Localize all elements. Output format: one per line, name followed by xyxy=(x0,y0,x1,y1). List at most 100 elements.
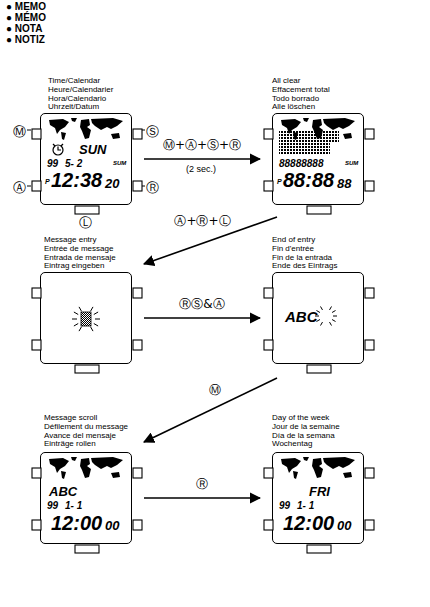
watch-button xyxy=(365,288,374,298)
watch-face: FRI991- 112:0000 xyxy=(272,452,364,544)
watch-state: All clearEffacement totalTodo borradoAll… xyxy=(256,77,380,215)
watch-button xyxy=(32,468,41,478)
state-caption: Día de la semana xyxy=(272,432,340,441)
watch-button xyxy=(32,181,41,191)
state-caption: Todo borrado xyxy=(272,95,330,104)
lcd-text: 88:88 xyxy=(283,170,334,190)
watch-button xyxy=(32,520,41,530)
state-title: Day of the weekJour de la semaineDía de … xyxy=(272,414,340,449)
lcd-text: 99 xyxy=(47,159,58,169)
lcd-text: P xyxy=(277,178,282,185)
button-label: Ⓐ xyxy=(13,179,26,197)
watch-button xyxy=(264,288,273,298)
state-caption: Avance del mensaje xyxy=(44,432,128,441)
ray xyxy=(72,319,77,320)
watch-button xyxy=(365,129,374,139)
state-caption: Message scroll xyxy=(44,414,128,423)
state-caption: Message entry xyxy=(44,236,116,245)
button-label: Ⓛ xyxy=(79,214,92,232)
lcd-text: 5- 2 xyxy=(65,159,82,169)
dot-matrix xyxy=(279,143,330,155)
state-caption: Fin d'entrée xyxy=(272,245,337,254)
watch-button xyxy=(307,365,331,373)
watch-button xyxy=(264,340,273,350)
watch-button xyxy=(307,206,331,214)
lcd-text: SUM xyxy=(113,160,126,166)
clock-ring xyxy=(53,145,63,155)
clock-bell xyxy=(53,144,55,146)
ray xyxy=(330,306,332,309)
ray xyxy=(79,307,82,311)
watch-button xyxy=(133,129,142,139)
state-caption: Effacement total xyxy=(272,86,330,95)
state-caption: Fin de la entrada xyxy=(272,254,337,263)
button-combo: Ⓜ+Ⓐ+Ⓢ+Ⓡ xyxy=(161,138,243,152)
lcd-text: 99 xyxy=(279,501,290,511)
button-combo: ⓇⓈ&Ⓐ xyxy=(177,297,226,311)
button-label: Ⓡ xyxy=(146,179,159,197)
watch-face xyxy=(40,272,132,364)
hold-note: (2 sec.) xyxy=(186,164,216,174)
state-caption: Entrée de message xyxy=(44,245,116,254)
watch-button xyxy=(264,520,273,530)
ray xyxy=(79,327,82,331)
lcd-text: 12:00 xyxy=(51,513,102,533)
lcd-text: P xyxy=(45,178,50,185)
lcd-text: 20 xyxy=(105,177,119,190)
ray xyxy=(94,324,98,327)
state-caption: Uhrzeit/Datum xyxy=(48,103,113,112)
button-label: Ⓜ xyxy=(13,123,26,141)
lcd-text: 12:00 xyxy=(283,513,334,533)
transition-arrow xyxy=(144,497,260,499)
lcd-text: 12:38 xyxy=(51,170,102,190)
watch-button xyxy=(75,545,99,553)
state-title: Message scrollDéfilement du messageAvanc… xyxy=(44,414,128,449)
ray xyxy=(91,327,94,331)
watch-face: SUN 99 5- 2 SUM P12:3820 xyxy=(40,113,132,205)
ray xyxy=(94,312,98,315)
watch-face: 88888888 SUM P88:8888 xyxy=(272,113,364,205)
watch-button xyxy=(264,468,273,478)
lcd-text: ABC xyxy=(49,485,77,498)
watch-button xyxy=(307,545,331,553)
watch-button xyxy=(75,206,99,214)
watch-face: ABC xyxy=(272,272,364,364)
world-map xyxy=(49,118,123,140)
watch-button xyxy=(133,340,142,350)
lcd-text: SUM xyxy=(345,160,358,166)
state-caption: Défilement du message xyxy=(44,423,128,432)
watch-state: Message scrollDéfilement du messageAvanc… xyxy=(24,414,148,554)
ray xyxy=(330,322,332,325)
lcd-text: 88888888 xyxy=(279,159,324,169)
button-combo: Ⓡ xyxy=(194,477,210,491)
watch-state: Message entryEntrée de messageEntrada de… xyxy=(24,236,148,374)
watch-button xyxy=(133,468,142,478)
button-combo: Ⓐ+Ⓡ+Ⓛ xyxy=(172,214,232,228)
watch-button xyxy=(365,468,374,478)
transition-arrow xyxy=(144,317,260,319)
state-caption: End of entry xyxy=(272,236,337,245)
clock-hands xyxy=(58,147,61,151)
state-title: Time/CalendarHeure/CalendarierHora/Calen… xyxy=(48,77,113,112)
cursor-block xyxy=(81,312,91,326)
button-label: Ⓢ xyxy=(146,123,159,141)
watch-case xyxy=(31,272,143,376)
watch-button xyxy=(365,340,374,350)
ray xyxy=(332,320,335,322)
section-heading: ● MEMO xyxy=(6,1,46,12)
watch-button xyxy=(32,129,41,139)
lcd-text: FRI xyxy=(309,485,330,498)
watch-button xyxy=(264,181,273,191)
dot-matrix xyxy=(279,131,339,142)
watch-case xyxy=(263,272,375,376)
state-caption: Einträge rollen xyxy=(44,440,128,449)
watch-button xyxy=(32,288,41,298)
watch-button xyxy=(32,340,41,350)
lcd-text: SUN xyxy=(79,143,106,156)
clock-bell xyxy=(61,144,63,146)
watch-button xyxy=(264,129,273,139)
lcd-text: 99 xyxy=(47,501,58,511)
watch-button xyxy=(75,365,99,373)
lcd-text: 88 xyxy=(337,177,351,190)
transition-arrow xyxy=(144,158,260,160)
